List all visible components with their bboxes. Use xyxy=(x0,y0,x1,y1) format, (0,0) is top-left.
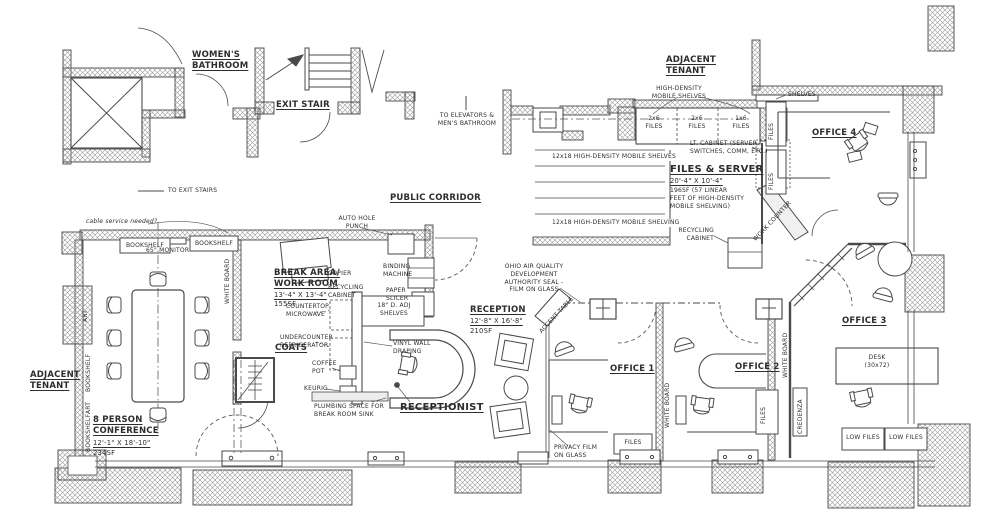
label-to-elevators: TO ELEVATORS & MEN'S BATHROOM xyxy=(437,112,497,127)
label-recycling-cabinet-files: RECYCLING CABINET xyxy=(678,227,714,242)
label-auto-hole-punch: AUTO HOLE PUNCH xyxy=(338,215,376,230)
door-swing-layer xyxy=(157,118,853,457)
room-title-reception: RECEPTION xyxy=(470,305,526,315)
note-ohio-seal: OHIO AIR QUALITY DEVELOPMENT AUTHORITY S… xyxy=(504,263,564,294)
label-binding-machine: BINDING MACHINE xyxy=(383,263,413,278)
room-title-conference: 8 PERSON CONFERENCE xyxy=(93,415,159,437)
label-whiteboard-conference: WHITE BOARD xyxy=(224,258,231,304)
label-recycling-cabinet-break: RECYCLING CABINET xyxy=(328,284,364,299)
room-area-files-server: 196SF (57 LINEAR FEET OF HIGH-DENSITY MO… xyxy=(670,187,745,210)
label-adjacent-tenant-left: ADJACENT TENANT xyxy=(30,370,80,392)
label-hd-row1: 12x18 HIGH-DENSITY MOBILE SHELVES xyxy=(550,153,678,161)
label-desk-30x72: DESK (30x72) xyxy=(864,354,890,369)
label-65-monitor: 65" MONITOR xyxy=(146,247,190,254)
leader-layer xyxy=(147,94,787,447)
room-title-files-server: FILES & SERVER xyxy=(670,164,764,175)
corner-closet-interior xyxy=(67,455,98,476)
label-undercounter-refrigerator: UNDERCOUNTER REFRIGERATOR xyxy=(280,334,333,349)
label-public-corridor: PUBLIC CORRIDOR xyxy=(390,193,481,203)
label-art-v: ART xyxy=(85,401,92,414)
note-cable-service: cable service needed? xyxy=(86,218,158,225)
room-title-office4: OFFICE 4 xyxy=(812,128,857,138)
label-vinyl-wall-draping: VINYL WALL DRAPING xyxy=(393,340,431,355)
label-adj-shelves: 18" D. ADJ SHELVES xyxy=(377,302,411,317)
label-adjacent-tenant-top: ADJACENT TENANT xyxy=(666,55,716,77)
room-area-conference: 234SF xyxy=(93,449,116,457)
label-files-office1: FILES xyxy=(624,439,642,446)
room-title-office1: OFFICE 1 xyxy=(610,364,655,374)
label-keurig: KEURIG xyxy=(304,385,328,392)
room-dims-reception: 12'-8" X 16'-8" xyxy=(470,317,523,325)
label-files-office2: FILES xyxy=(760,406,767,424)
label-copier: COPIER xyxy=(328,270,352,277)
room-title-break-area: BREAK AREA/ WORK ROOM xyxy=(274,268,340,290)
legend-to-exit-stairs: TO EXIT STAIRS xyxy=(168,187,218,194)
callout-hd-mobile-shelves: HIGH-DENSITY MOBILE SHELVES xyxy=(651,85,707,100)
label-bookshelf-v1: BOOKSHELF xyxy=(85,353,92,392)
room-dims-break-area: 13'-4" X 13'-4" xyxy=(274,291,327,299)
label-files-vert-b: FILES xyxy=(768,172,775,190)
label-low-files-b: LOW FILES xyxy=(889,434,923,441)
note-privacy-film: PRIVACY FILM ON GLASS xyxy=(554,444,598,459)
label-whiteboard-office3: WHITE BOARD xyxy=(782,332,789,378)
label-credenza: CREDENZA xyxy=(797,399,804,434)
room-area-reception: 210SF xyxy=(470,327,493,335)
label-shelves: SHELVES xyxy=(788,91,816,98)
room-dims-conference: 12'-1" X 18'-10" xyxy=(93,439,151,447)
label-countertop-microwave: COUNTERTOP MICROWAVE xyxy=(286,303,329,318)
label-womens-bathroom: WOMEN'S BATHROOM xyxy=(192,50,249,72)
label-coats: COATS xyxy=(275,343,308,353)
room-title-office3: OFFICE 3 xyxy=(842,316,887,326)
note-plumbing-space: PLUMBING SPACE FOR BREAK ROOM SINK xyxy=(314,403,385,418)
label-lt-cabinet: LT. CABINET (SERVER, SWITCHES, COMM, ETC… xyxy=(690,140,768,155)
label-bookshelf-left: BOOKSHELF xyxy=(125,242,165,249)
label-hd-row2: 12x18 HIGH-DENSITY MOBILE SHELVING xyxy=(550,219,682,227)
label-files-2x6-a: 2x6 FILES xyxy=(645,115,663,130)
label-receptionist: RECEPTIONIST xyxy=(400,402,484,413)
label-exit-stair: EXIT STAIR xyxy=(276,100,330,110)
room-area-break-area: 155SF xyxy=(274,300,297,308)
label-art-conference: ART xyxy=(82,309,89,322)
label-files-1x6-c: 1x6 FILES xyxy=(732,115,750,130)
label-files-2x6-b: 2x6 FILES xyxy=(688,115,706,130)
label-paper-slicer: PAPER SLICER xyxy=(386,287,409,302)
label-bookshelf-v2: BOOKSHELF xyxy=(85,413,92,452)
label-files-vert-a: FILES xyxy=(768,122,775,140)
label-bookshelf-right: BOOKSHELF xyxy=(194,240,234,247)
room-dims-files-server: 20'-4" X 10'-4" xyxy=(670,177,723,185)
label-coffee-pot: COFFEE POT xyxy=(312,360,337,375)
label-whiteboard-mid: WHITE BOARD xyxy=(664,382,671,428)
label-low-files-a: LOW FILES xyxy=(846,434,880,441)
room-title-office2: OFFICE 2 xyxy=(735,362,780,372)
